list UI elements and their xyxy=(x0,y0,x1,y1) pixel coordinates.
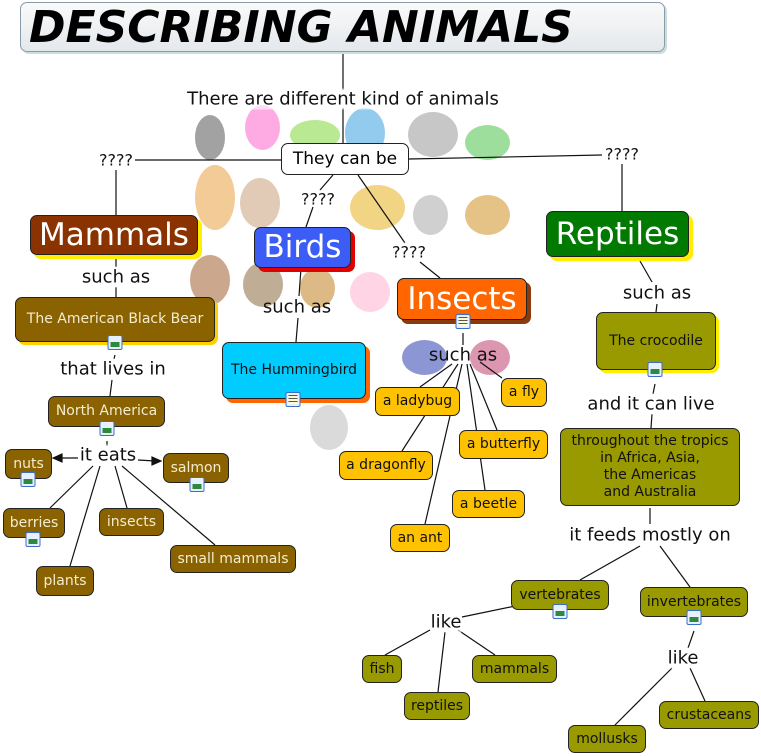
document-icon[interactable] xyxy=(455,314,471,329)
prey-fish[interactable]: fish xyxy=(362,655,402,683)
prey-mollusks[interactable]: mollusks xyxy=(568,725,646,753)
link-q-mammals: ???? xyxy=(99,150,133,170)
animal-clipart xyxy=(465,125,510,160)
link-feeds-on: it feeds mostly on xyxy=(569,524,731,546)
image-icon[interactable] xyxy=(552,604,568,619)
node-crocodile[interactable]: The crocodile xyxy=(596,312,716,370)
animal-clipart xyxy=(413,195,448,235)
image-icon[interactable] xyxy=(25,532,41,547)
prey-crustaceans[interactable]: crustaceans xyxy=(659,701,759,729)
animal-clipart xyxy=(350,185,405,230)
document-icon[interactable] xyxy=(285,392,301,407)
image-icon[interactable] xyxy=(686,610,702,625)
insect-beetle[interactable]: a beetle xyxy=(452,490,525,518)
insect-ladybug[interactable]: a ladybug xyxy=(375,387,460,416)
animal-clipart xyxy=(240,178,280,228)
animal-clipart xyxy=(195,165,235,230)
node-black-bear[interactable]: The American Black Bear xyxy=(15,297,215,342)
insect-fly[interactable]: a fly xyxy=(501,378,547,407)
image-icon[interactable] xyxy=(189,477,205,492)
link-lives-in: that lives in xyxy=(60,358,166,380)
animal-clipart xyxy=(350,272,390,312)
node-habitat[interactable]: throughout the tropics in Africa, Asia, … xyxy=(560,428,740,506)
category-insects[interactable]: Insects xyxy=(397,278,527,320)
node-hummingbird[interactable]: The Hummingbird xyxy=(222,342,366,399)
food-plants[interactable]: plants xyxy=(36,566,94,596)
food-insects[interactable]: insects xyxy=(99,508,164,536)
link-q-insects: ???? xyxy=(392,242,426,262)
image-icon[interactable] xyxy=(647,362,663,377)
animal-clipart xyxy=(408,112,458,157)
insect-butterfly[interactable]: a butterfly xyxy=(459,430,548,459)
page-title: DESCRIBING ANIMALS xyxy=(20,2,665,53)
link-such-as-reptiles: such as xyxy=(622,282,692,304)
prey-mammals[interactable]: mammals xyxy=(472,655,557,683)
root-node[interactable]: They can be xyxy=(281,143,409,175)
intro-label: There are different kind of animals xyxy=(187,88,499,110)
image-icon[interactable] xyxy=(20,472,36,487)
animal-clipart xyxy=(300,268,335,308)
link-it-eats: it eats xyxy=(79,444,137,466)
food-small-mammals[interactable]: small mammals xyxy=(170,545,296,573)
link-q-birds: ???? xyxy=(301,189,335,209)
image-icon[interactable] xyxy=(107,335,123,350)
link-like-vertebrates: like xyxy=(430,611,462,633)
insect-dragonfly[interactable]: a dragonfly xyxy=(339,451,433,480)
animal-clipart xyxy=(243,262,283,307)
insect-ant[interactable]: an ant xyxy=(390,524,450,552)
prey-reptiles[interactable]: reptiles xyxy=(404,692,470,720)
animal-clipart xyxy=(402,340,447,375)
animal-clipart xyxy=(245,105,280,150)
animal-clipart xyxy=(195,115,225,160)
link-like-invertebrates: like xyxy=(667,647,699,669)
animal-clipart xyxy=(465,195,510,235)
category-reptiles[interactable]: Reptiles xyxy=(546,211,689,257)
animal-clipart xyxy=(190,255,230,305)
animal-clipart xyxy=(310,405,348,450)
link-such-as-insects: such as xyxy=(428,344,498,366)
link-such-as-mammals: such as xyxy=(81,266,151,288)
link-q-reptiles: ???? xyxy=(605,144,639,164)
image-icon[interactable] xyxy=(99,421,115,436)
category-mammals[interactable]: Mammals xyxy=(30,215,198,255)
link-such-as-birds: such as xyxy=(262,296,332,318)
link-can-live: and it can live xyxy=(587,393,715,415)
category-birds[interactable]: Birds xyxy=(254,227,351,268)
